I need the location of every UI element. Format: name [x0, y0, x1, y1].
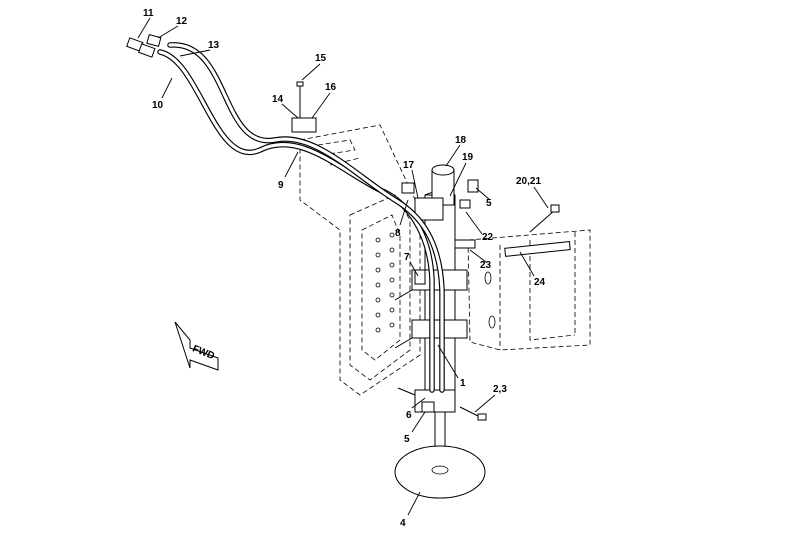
callout-19: 19	[462, 152, 474, 163]
callout-labels: 1 2,3 4 5 5 6 7 8 9 10 11 12 13 14 15 16…	[143, 8, 546, 529]
frame-bracket-phantom	[467, 229, 591, 351]
callout-15: 15	[315, 53, 327, 64]
callout-24: 24	[534, 277, 546, 288]
callout-10: 10	[152, 100, 164, 111]
callout-23: 23	[480, 260, 492, 271]
hydraulic-hoses	[157, 42, 445, 393]
mounting-plate-phantom	[299, 124, 421, 396]
callout-2-3: 2,3	[493, 384, 507, 395]
callout-5b: 5	[404, 434, 410, 445]
valve-block	[414, 197, 444, 221]
callout-8: 8	[395, 228, 401, 239]
callout-18: 18	[455, 135, 467, 146]
callout-12: 12	[176, 16, 188, 27]
foot-plate	[394, 445, 486, 499]
callout-14: 14	[272, 94, 284, 105]
callout-9: 9	[278, 180, 284, 191]
hose-clamp	[291, 81, 317, 133]
hose-fittings	[126, 33, 162, 58]
callout-17: 17	[403, 160, 415, 171]
small-fittings	[397, 179, 487, 421]
callout-22: 22	[482, 232, 494, 243]
fwd-arrow: FWD	[174, 321, 219, 371]
callout-20-21: 20,21	[516, 176, 541, 187]
callout-4: 4	[400, 518, 406, 529]
callout-1: 1	[460, 378, 466, 389]
callout-6: 6	[406, 410, 412, 421]
top-cylinder	[431, 164, 455, 206]
mounting-holes	[375, 232, 395, 333]
handle-bar	[454, 239, 571, 257]
callout-13: 13	[208, 40, 220, 51]
leader-lines	[137, 17, 549, 516]
callout-5a: 5	[486, 198, 492, 209]
callout-7: 7	[404, 252, 410, 263]
callout-16: 16	[325, 82, 337, 93]
callout-11: 11	[143, 8, 154, 19]
bolt-20-21	[529, 204, 560, 233]
